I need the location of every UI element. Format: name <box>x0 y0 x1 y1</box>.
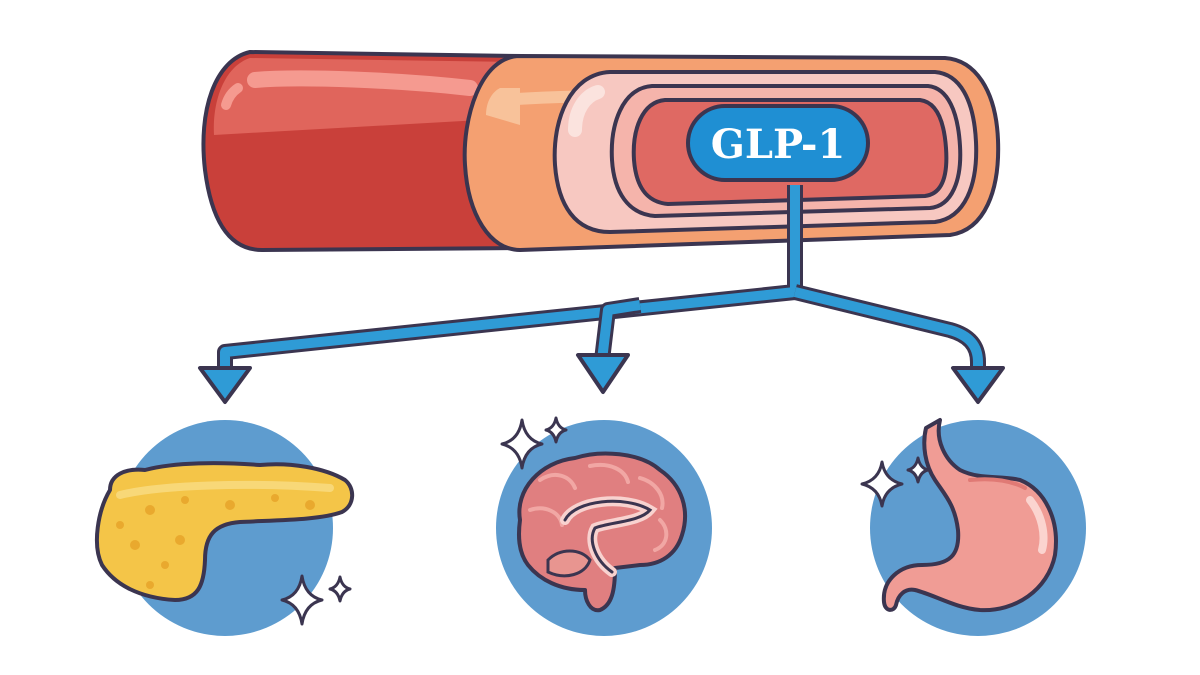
vessel-pink-highlight <box>568 85 605 137</box>
sparkle-group-stomach <box>860 456 930 508</box>
glp1-badge: GLP-1 <box>686 104 870 182</box>
sparkle-icon <box>544 416 568 444</box>
arrowhead-left <box>198 366 252 404</box>
sparkle-group-brain <box>500 416 568 470</box>
glp1-label: GLP-1 <box>711 121 846 168</box>
pancreas-icon <box>95 461 355 602</box>
vessel-highlight <box>247 70 478 96</box>
arrowhead-middle <box>576 353 630 394</box>
stomach-icon <box>881 418 1058 613</box>
sparkle-group-pancreas <box>280 574 352 626</box>
blood-vessel <box>201 49 1001 253</box>
sparkle-icon <box>500 418 544 470</box>
sparkle-icon <box>328 575 352 603</box>
arrowhead-right <box>951 366 1005 404</box>
vessel-highlight-small <box>221 83 243 110</box>
sparkle-icon <box>860 460 904 508</box>
distribution-arrows <box>198 185 1005 404</box>
sparkle-icon <box>280 574 324 626</box>
brain-icon <box>517 451 687 613</box>
sparkle-icon <box>906 456 930 484</box>
